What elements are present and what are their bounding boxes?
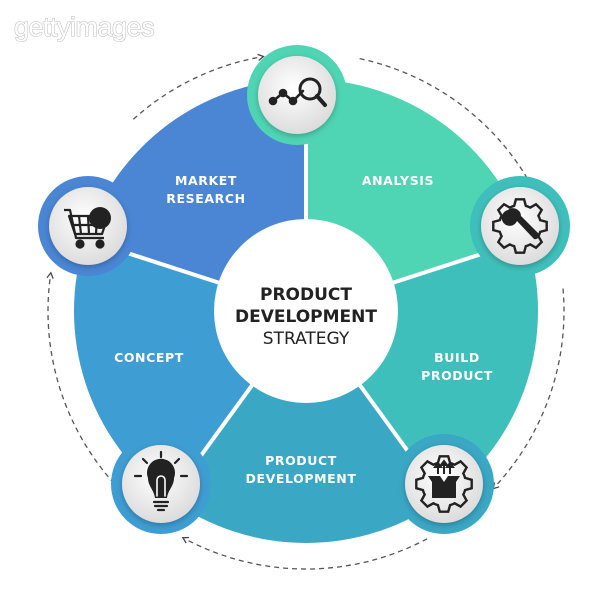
center-title-line2: DEVELOPMENT xyxy=(235,307,377,327)
cycle-arrow xyxy=(492,288,565,490)
icon-badges xyxy=(38,45,570,534)
label-concept: CONCEPT xyxy=(114,350,184,365)
label-product-development-1: PRODUCT xyxy=(265,453,337,468)
shopping-cart-icon xyxy=(64,207,111,249)
watermark-logo: gettyimages xyxy=(14,12,154,42)
center-hub: PRODUCT DEVELOPMENT STRATEGY xyxy=(214,219,398,403)
badge-market-research xyxy=(38,176,138,276)
label-build-product-2: PRODUCT xyxy=(421,368,493,383)
cycle-arrow xyxy=(46,271,121,491)
label-market-research-2: RESEARCH xyxy=(166,191,245,206)
badge-concept xyxy=(111,434,211,534)
cycle-arrow xyxy=(132,53,265,120)
magnifier-chart-icon xyxy=(268,77,327,107)
badge-analysis xyxy=(247,45,347,145)
badge-build-product xyxy=(470,176,570,276)
label-market-research-1: MARKET xyxy=(175,173,237,188)
wrench-gear-icon xyxy=(492,198,548,254)
segment-labels: MARKET RESEARCH ANALYSIS BUILD PRODUCT P… xyxy=(114,173,493,486)
center-title-line1: PRODUCT xyxy=(260,285,352,305)
gear-outline xyxy=(415,455,473,513)
badge-product-development xyxy=(394,434,494,534)
center-circle xyxy=(214,219,398,403)
gear-box-icon xyxy=(415,455,473,513)
segment-product-development xyxy=(169,311,443,544)
badge-disc xyxy=(258,56,336,134)
cycle-arrow xyxy=(181,536,428,570)
cycle-arrows xyxy=(46,53,565,570)
cycle-arrow xyxy=(359,58,532,186)
lightbulb-icon xyxy=(133,450,189,512)
label-analysis: ANALYSIS xyxy=(362,173,434,188)
label-product-development-2: DEVELOPMENT xyxy=(245,471,356,486)
gear-outline xyxy=(492,198,548,254)
center-title-line3: STRATEGY xyxy=(263,329,350,349)
label-build-product-1: BUILD xyxy=(434,350,480,365)
